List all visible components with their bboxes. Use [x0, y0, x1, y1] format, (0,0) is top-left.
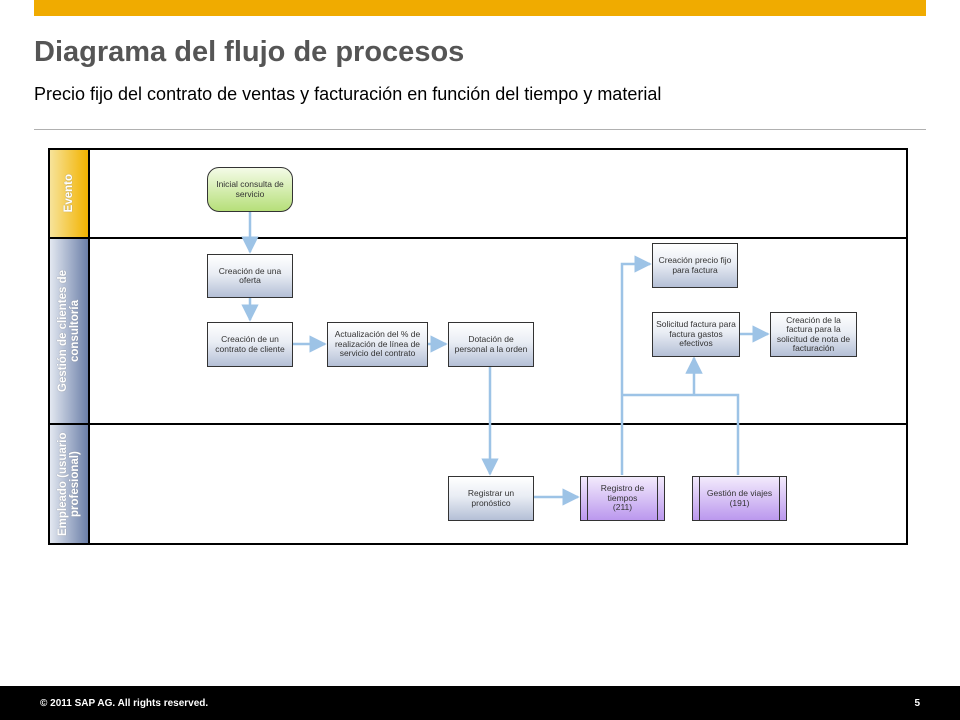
task-expense-invoice-request[interactable]: Solicitud factura para factura gastos ef…: [652, 312, 740, 357]
task-create-invoice[interactable]: Creación de la factura para la solicitud…: [770, 312, 857, 357]
lane-employee: Empleado (usuario profesional): [50, 423, 906, 543]
task-register-forecast[interactable]: Registrar un pronóstico: [448, 476, 534, 521]
lane-label-consulting: Gestión de clientes de consultoría: [50, 239, 90, 423]
accent-bar: [34, 0, 926, 16]
lane-label-employee: Empleado (usuario profesional): [50, 425, 90, 543]
event-start-service-inquiry[interactable]: Inicial consulta de servicio: [207, 167, 293, 212]
footer-bar: © 2011 SAP AG. All rights reserved. 5: [0, 686, 960, 720]
task-create-customer-contract[interactable]: Creación de un contrato de cliente: [207, 322, 293, 367]
page-number: 5: [914, 698, 920, 709]
subprocess-travel-management[interactable]: Gestión de viajes (191): [692, 476, 787, 521]
lane-consulting: Gestión de clientes de consultoría: [50, 237, 906, 423]
task-update-completion-pct[interactable]: Actualización del % de realización de lí…: [327, 322, 428, 367]
subprocess-time-registration[interactable]: Registro de tiempos (211): [580, 476, 665, 521]
lane-label-event: Evento: [50, 150, 90, 237]
page-subtitle: Precio fijo del contrato de ventas y fac…: [34, 84, 662, 104]
task-create-fixed-price[interactable]: Creación precio fijo para factura: [652, 243, 738, 288]
task-create-offer[interactable]: Creación de una oferta: [207, 254, 293, 298]
task-order-staffing[interactable]: Dotación de personal a la orden: [448, 322, 534, 367]
lane-event: Evento: [50, 150, 906, 237]
title-divider: [34, 129, 926, 130]
page-title: Diagrama del flujo de procesos: [34, 36, 465, 68]
copyright-text: © 2011 SAP AG. All rights reserved.: [40, 698, 209, 709]
